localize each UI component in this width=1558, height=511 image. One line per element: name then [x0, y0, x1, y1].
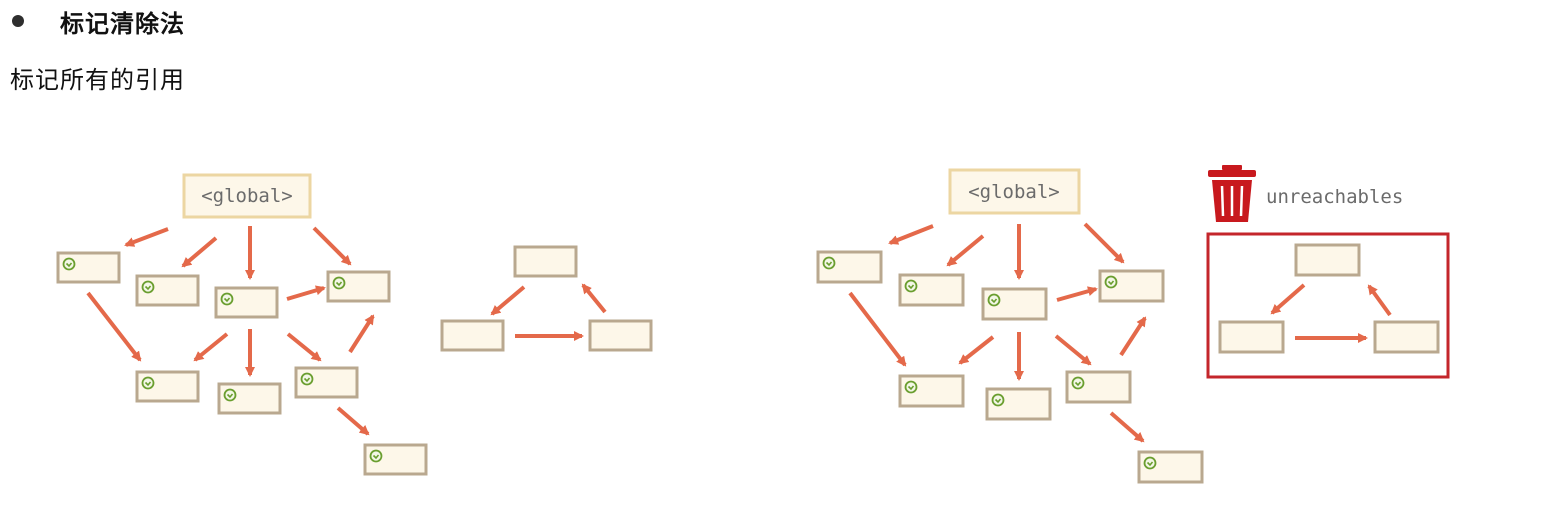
reachable-mark-icon: [987, 293, 1001, 307]
reachable-mark-icon: [822, 256, 836, 270]
right-node-8: [1137, 450, 1204, 484]
left-diagram: <global>: [56, 173, 653, 476]
right-global-node: [948, 168, 1081, 215]
reachable-mark-icon: [300, 372, 314, 386]
unreachable-frame: [1206, 232, 1450, 379]
left-node-6: [217, 382, 282, 415]
section-heading: 标记清除法: [60, 9, 185, 38]
left-global-node: [182, 173, 312, 219]
right-node-2: [898, 273, 965, 307]
reachable-mark-icon: [904, 279, 918, 293]
left-island-node-left: [440, 319, 505, 352]
right-diagram: <global>: [816, 165, 1450, 484]
reachable-mark-icon: [141, 376, 155, 390]
right-global-label: <global>: [968, 181, 1060, 203]
right-node-1: [816, 250, 883, 284]
left-global-label: <global>: [201, 185, 293, 207]
left-island-node-right: [588, 319, 653, 352]
left-node-7: [294, 366, 359, 399]
right-node-6: [985, 387, 1052, 421]
reachable-mark-icon: [904, 380, 918, 394]
reachable-mark-icon: [991, 393, 1005, 407]
description-paragraph: 标记所有的引用: [10, 66, 185, 94]
trash-icon: [1208, 165, 1256, 222]
left-node-4: [326, 270, 391, 303]
reachable-mark-icon: [1071, 376, 1085, 390]
left-node-8: [363, 443, 428, 476]
left-node-5: [135, 370, 200, 403]
reachable-mark-icon: [1143, 456, 1157, 470]
reachable-mark-icon: [223, 388, 237, 402]
right-node-4: [1098, 269, 1165, 303]
right-node-7: [1065, 370, 1132, 404]
right-island-node-left: [1218, 320, 1285, 354]
left-island: [440, 245, 653, 352]
right-island: [1218, 243, 1440, 354]
left-island-node-top: [513, 245, 578, 278]
bullet-icon: [12, 15, 24, 27]
left-node-1: [56, 251, 121, 284]
reachable-mark-icon: [62, 257, 76, 271]
right-island-node-top: [1294, 243, 1361, 277]
left-node-2: [135, 274, 200, 307]
reachable-mark-icon: [369, 449, 383, 463]
reachable-mark-icon: [220, 292, 234, 306]
left-reference-arrows: [86, 226, 375, 436]
unreachables-label: unreachables: [1266, 186, 1403, 208]
reachable-mark-icon: [1104, 275, 1118, 289]
reachable-mark-icon: [332, 276, 346, 290]
right-island-node-right: [1373, 320, 1440, 354]
right-reference-arrows: [848, 222, 1147, 443]
right-node-3: [981, 287, 1048, 321]
heading-row: 标记清除法: [12, 4, 185, 38]
left-node-3: [214, 286, 279, 319]
reachable-mark-icon: [141, 280, 155, 294]
right-node-5: [898, 374, 965, 408]
